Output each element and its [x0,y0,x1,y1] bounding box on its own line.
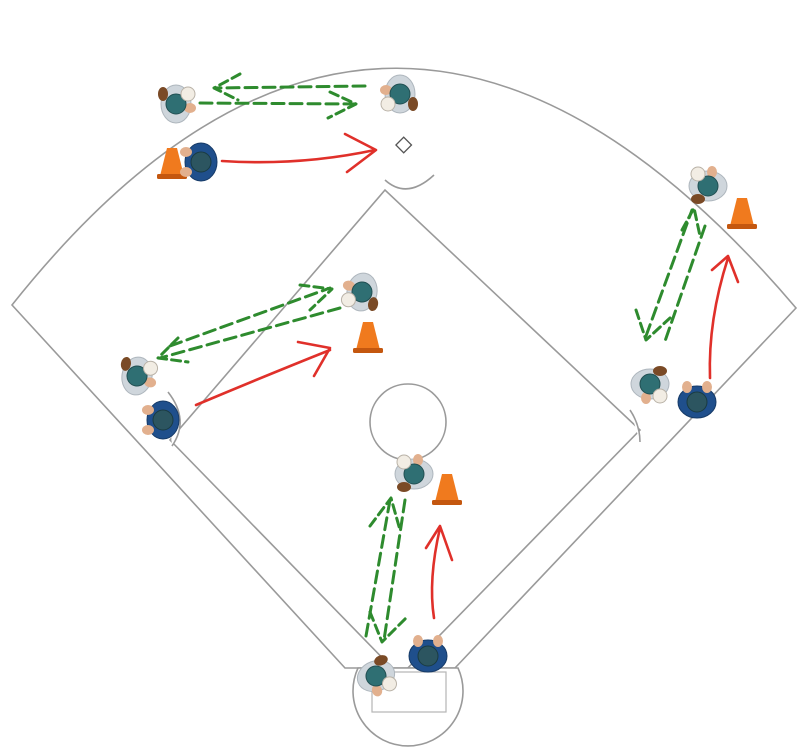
pitchers-mound [369,383,447,461]
run-arrow [708,256,730,380]
throw-arrow-back [382,498,407,642]
fielder-with-ball-icon [120,356,159,396]
second-base-arrows [198,72,378,174]
runner-icon [180,142,218,182]
fielder-with-ball-icon [630,366,670,404]
throw-arrow-back [662,224,707,346]
run-arrow [220,148,377,164]
first-base-cutout [629,409,641,443]
throw-arrow-head [368,496,402,532]
fielder-with-ball-icon [688,166,728,204]
throw-arrow-head [212,72,242,102]
run-arrow-head [710,254,740,284]
runner-icon [408,635,448,673]
throw-arrow-head [634,308,672,342]
throw-arrow-head [156,336,190,364]
runner-icon [142,400,180,440]
home-plate-arrows [364,496,454,644]
throw-arrow-out [644,208,694,338]
throw-arrow-head [298,283,334,312]
throw-arrow-back [213,84,367,90]
run-arrow [194,348,332,407]
outfield-fence [10,67,798,669]
fielder-with-ball-icon [158,84,196,124]
throw-arrow-head [680,206,702,238]
third-base-arrows [156,283,342,407]
throw-arrow-head [326,90,358,120]
second-base-cutout [384,174,435,190]
runner-icon [677,381,717,419]
run-arrow-head [424,524,454,562]
infield-diamond [168,188,642,678]
fielder-with-ball-icon [356,655,398,697]
throw-arrow-out [198,101,357,106]
throw-arrow-back [158,306,342,360]
throw-arrow-out [168,286,332,348]
fielder-with-ball-icon [340,272,379,312]
run-arrow [430,526,442,620]
throw-arrow-head [368,610,408,644]
fielder-with-ball-icon [394,454,434,492]
fielder-with-ball-icon [380,74,418,114]
run-arrow-head [296,340,332,378]
run-arrow-head [343,132,378,174]
first-base-arrows [634,206,740,380]
second-base-bag [395,136,413,154]
cone-icon [727,198,757,229]
